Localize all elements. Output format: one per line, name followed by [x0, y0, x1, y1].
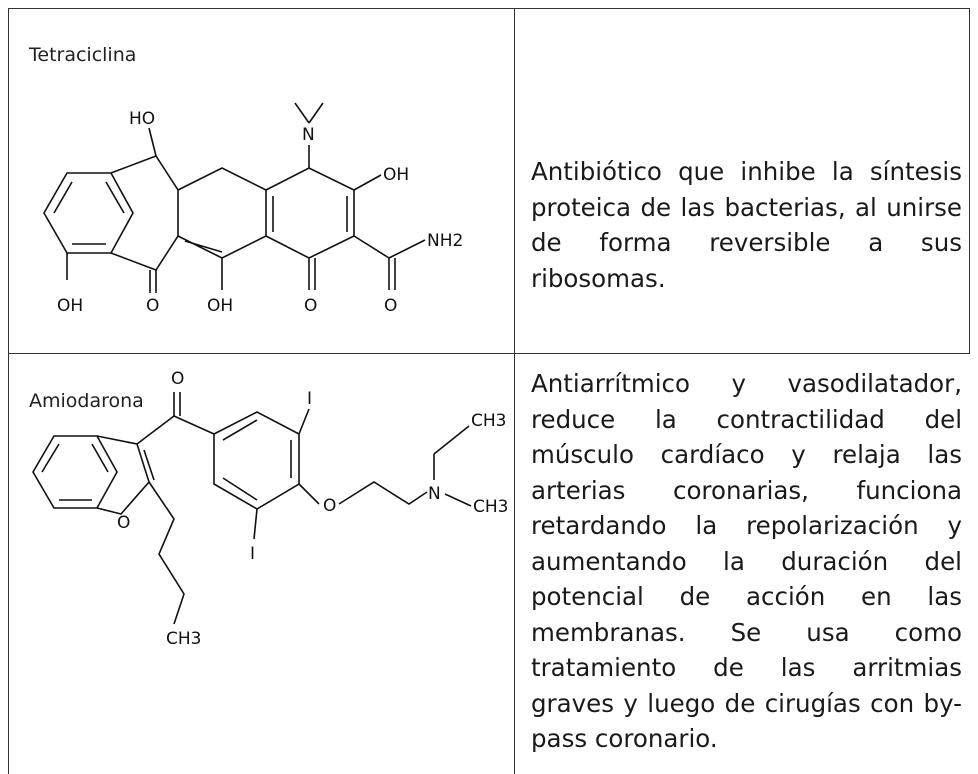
- drug-description-tetraciclina: Antibiótico que inhibe la síntesis prote…: [531, 154, 962, 296]
- amiodarona-bonds: [32, 392, 472, 625]
- table-cell-description-amiodarona: Antiarrítmico y vasodilatador, reduce la…: [515, 354, 970, 774]
- table-cell-description-tetraciclina: Antibiótico que inhibe la síntesis prote…: [515, 8, 970, 353]
- atom-label-n: N: [302, 125, 315, 145]
- atom-label-oh-left: OH: [57, 296, 83, 316]
- atom-label-i-top: I: [307, 389, 312, 409]
- drug-name-tetraciclina: Tetraciclina: [29, 44, 137, 66]
- description-text: Antiarrítmico y vasodilatador, reduce la…: [531, 369, 962, 753]
- description-text: Antibiótico que inhibe la síntesis prote…: [531, 157, 962, 293]
- table-border-right: [969, 8, 970, 353]
- atom-label-o-3: O: [384, 296, 397, 316]
- atom-label-oh-right: OH: [383, 165, 409, 185]
- table-cell-structure-tetraciclina: Tetraciclina: [9, 8, 514, 353]
- tetraciclina-structure-diagram: HO N OH NH2 OH O OH O O: [43, 102, 463, 316]
- atom-label-ch3-b: CH3: [473, 497, 508, 517]
- table-cell-structure-amiodarona: Amiodarona: [9, 354, 514, 774]
- drug-description-amiodarona: Antiarrítmico y vasodilatador, reduce la…: [531, 366, 962, 757]
- atom-label-o-ether: O: [323, 496, 336, 516]
- table-column-divider: [514, 8, 515, 774]
- atom-label-o-2: O: [304, 296, 317, 316]
- atom-label-i-bottom: I: [250, 544, 255, 564]
- table-border-left: [8, 8, 9, 774]
- atom-label-ch3-c: CH3: [166, 629, 201, 649]
- amiodarona-structure-diagram: O I CH3 O O N CH3 I CH3: [32, 369, 508, 649]
- tetraciclina-bonds: [43, 102, 426, 293]
- atom-label-o-1: O: [146, 296, 159, 316]
- atom-label-n: N: [428, 484, 441, 504]
- atom-label-o-top: O: [171, 369, 184, 389]
- atom-label-nh2: NH2: [427, 231, 463, 251]
- drug-name-amiodarona: Amiodarona: [29, 390, 144, 412]
- atom-label-oh-middle: OH: [207, 296, 233, 316]
- atom-label-ho: HO: [129, 109, 155, 129]
- drug-table: Tetraciclina: [8, 8, 970, 774]
- table-border-top: [8, 8, 970, 9]
- table-row-divider: [8, 353, 970, 354]
- atom-label-ch3-a: CH3: [471, 411, 506, 431]
- atom-label-o-ring: O: [117, 513, 130, 533]
